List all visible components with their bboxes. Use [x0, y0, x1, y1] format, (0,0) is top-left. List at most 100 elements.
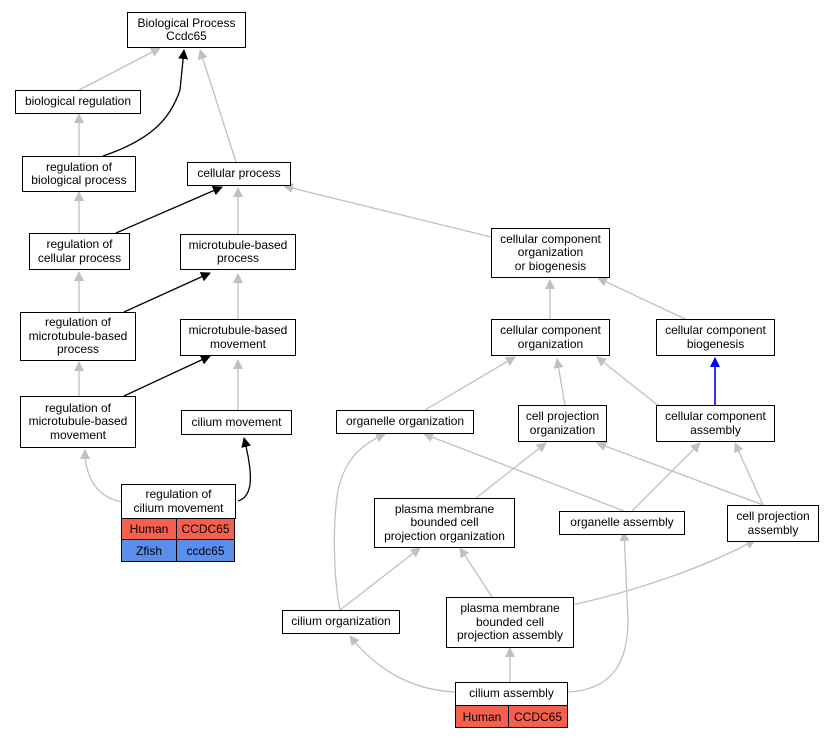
node-label: process	[56, 342, 100, 357]
node-label: cilium movement	[133, 500, 224, 515]
node-label: cilium movement	[191, 414, 282, 429]
node-label: organization	[517, 245, 584, 260]
node-label: organelle assembly	[570, 515, 674, 530]
edge	[80, 449, 123, 503]
node-label: organization	[529, 422, 596, 437]
node-label: cilium organization	[291, 614, 391, 629]
edge	[571, 539, 756, 606]
edge	[333, 433, 386, 611]
edge	[123, 272, 211, 313]
edge	[424, 356, 516, 411]
edge	[115, 185, 223, 234]
node-label: plasma membrane	[460, 601, 560, 616]
node-label: assembly	[690, 422, 741, 437]
edge	[734, 442, 764, 506]
node-label: biological regulation	[24, 94, 132, 109]
node-label: movement	[49, 427, 107, 442]
node-biological-regulation[interactable]: biological regulation	[15, 90, 141, 114]
node-label: cellular component	[500, 323, 601, 337]
node-organelle-assembly[interactable]: organelle assembly	[559, 511, 685, 535]
node-cellular-process[interactable]: cellular process	[187, 162, 291, 186]
node-label: cilium assembly	[469, 686, 554, 701]
node-cilium-assembly[interactable]: cilium assembly	[455, 682, 568, 706]
node-label: projection assembly	[456, 628, 564, 643]
node-label: bounded cell	[410, 515, 479, 530]
node-label: organelle organization	[345, 414, 465, 429]
node-label: microtubule-based	[188, 237, 288, 252]
node-cellular-component-assembly[interactable]: cellular component assembly	[656, 405, 775, 442]
node-label: regulation of	[44, 400, 112, 415]
gene-row-human: Human CCDC65	[455, 705, 568, 728]
node-label: organization	[517, 336, 584, 351]
node-label: or biogenesis	[514, 258, 587, 273]
edge	[123, 355, 211, 397]
gene-cell: ccdc65	[176, 539, 235, 562]
node-label: bounded cell	[475, 614, 545, 629]
node-regulation-of-biological-process[interactable]: regulation of biological process	[22, 156, 136, 192]
node-label: regulation of	[45, 159, 113, 174]
node-label: regulation of	[46, 237, 113, 251]
node-cell-projection-assembly[interactable]: cell projection assembly	[727, 505, 819, 542]
node-label: cell projection	[525, 409, 600, 423]
root-node[interactable]: Biological Process Ccdc65	[127, 12, 246, 48]
species-cell: Human	[121, 518, 177, 540]
edge	[349, 635, 456, 693]
edge	[596, 356, 661, 408]
node-label: projection organization	[384, 528, 505, 543]
edge	[78, 47, 161, 91]
node-label: process	[216, 251, 260, 265]
edge	[631, 442, 701, 512]
node-label: plasma membrane	[394, 501, 495, 516]
species-cell: Human	[455, 705, 509, 728]
node-cellular-component-organization-or-biogenesis[interactable]: cellular component organization or bioge…	[491, 228, 610, 278]
edge	[283, 183, 492, 238]
node-label: Biological Process	[137, 15, 236, 30]
edge	[102, 49, 189, 157]
gene-row-zfish: Zfish ccdc65	[121, 539, 235, 562]
edge	[597, 277, 686, 320]
node-regulation-of-cellular-process[interactable]: regulation of cellular process	[29, 233, 130, 270]
edge	[237, 437, 252, 502]
node-label: cellular component	[665, 323, 766, 337]
node-label: biogenesis	[686, 336, 745, 351]
node-microtubule-based-process[interactable]: microtubule-based process	[180, 234, 296, 270]
node-label: cellular component	[665, 409, 766, 423]
edge	[553, 358, 566, 406]
edge	[197, 49, 237, 163]
node-label: cellular process	[197, 166, 281, 181]
node-cell-projection-organization[interactable]: cell projection organization	[518, 405, 607, 442]
gray-edges	[74, 47, 764, 693]
node-cilium-movement[interactable]: cilium movement	[181, 410, 292, 435]
node-regulation-of-microtubule-based-movement[interactable]: regulation of microtubule-based movement	[20, 396, 136, 448]
node-label: biological process	[31, 173, 127, 187]
node-label: movement	[209, 336, 267, 351]
node-microtubule-based-movement[interactable]: microtubule-based movement	[180, 319, 296, 356]
node-label: cell projection	[736, 509, 810, 523]
node-cellular-component-biogenesis[interactable]: cellular component biogenesis	[656, 319, 775, 356]
gene-row-human: Human CCDC65	[121, 518, 235, 540]
node-label: regulation of	[145, 487, 212, 501]
edge	[423, 432, 625, 512]
node-plasma-membrane-bounded-cell-projection-assembly[interactable]: plasma membrane bounded cell projection …	[446, 597, 574, 648]
node-label: microtubule-based	[28, 328, 128, 343]
node-label: cellular process	[37, 250, 122, 265]
node-organelle-organization[interactable]: organelle organization	[336, 410, 474, 434]
edge	[596, 441, 764, 506]
species-cell: Zfish	[121, 539, 177, 562]
node-label: assembly	[747, 522, 799, 537]
node-regulation-of-microtubule-based-process[interactable]: regulation of microtubule-based process	[20, 312, 136, 361]
node-label: Ccdc65	[166, 29, 207, 43]
node-cilium-organization[interactable]: cilium organization	[282, 610, 400, 634]
node-label: cellular component	[500, 231, 601, 246]
edge	[459, 547, 493, 598]
edge	[475, 442, 547, 499]
node-plasma-membrane-bounded-cell-projection-organization[interactable]: plasma membrane bounded cell projection …	[374, 498, 515, 548]
node-label: microtubule-based	[28, 414, 128, 429]
node-label: microtubule-based	[188, 323, 288, 337]
edge	[567, 531, 630, 693]
node-cellular-component-organization[interactable]: cellular component organization	[491, 319, 610, 356]
node-label: regulation of	[44, 315, 112, 330]
node-regulation-of-cilium-movement[interactable]: regulation of cilium movement	[121, 484, 236, 519]
